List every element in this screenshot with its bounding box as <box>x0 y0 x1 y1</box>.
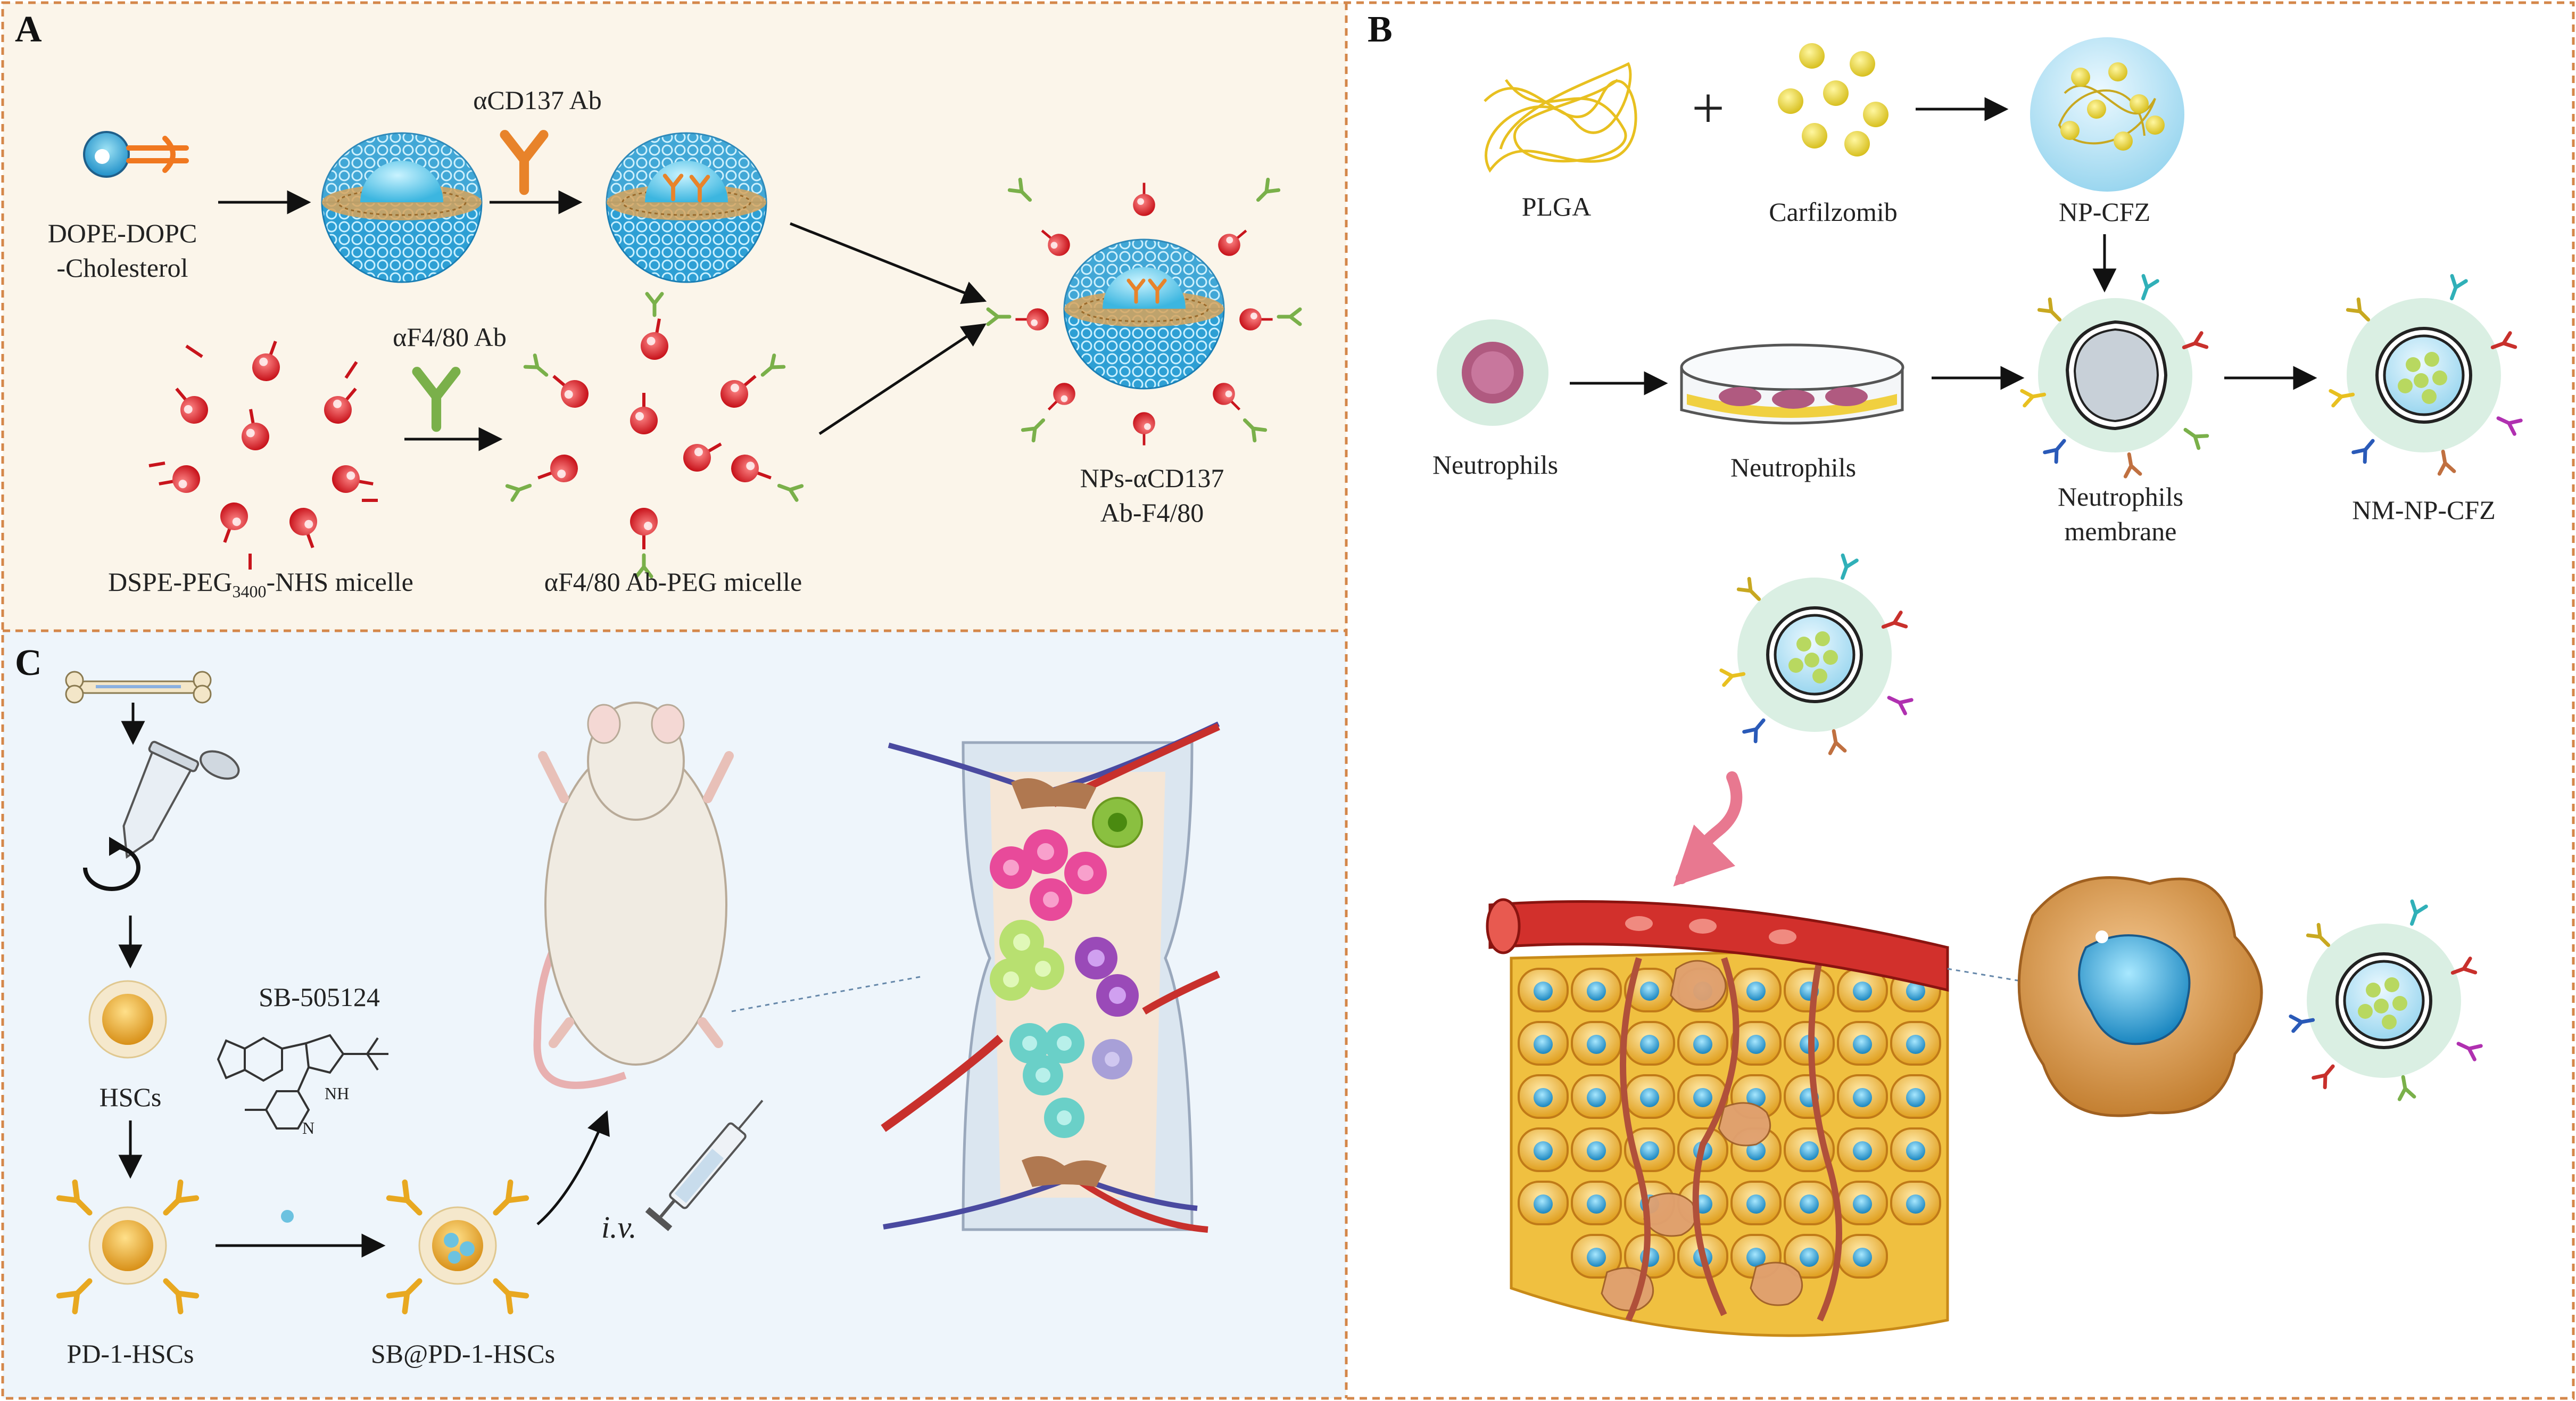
pink-arrow <box>1673 771 1743 887</box>
zoom-line <box>731 976 921 1012</box>
route-label: i.v. <box>601 1210 637 1245</box>
bone-marrow-icon <box>881 721 1220 1233</box>
arrow-c5 <box>536 1110 610 1225</box>
sb-hsc-label: SB@PD-1-HSCs <box>371 1339 555 1369</box>
panel-c-letter: C <box>15 642 42 683</box>
np-cfz-icon <box>2030 37 2184 192</box>
petri-dish-icon <box>1680 343 1904 425</box>
neutrophil-icon <box>1437 319 1548 426</box>
membrane-label-line2: membrane <box>2064 516 2176 546</box>
panel-b-letter: B <box>1368 9 1393 50</box>
panel-a-letter: A <box>15 9 42 50</box>
lipid-label-line1: DOPE-DOPC <box>48 218 197 248</box>
membrane-label-line1: Neutrophils <box>2058 482 2183 512</box>
carfilzomib-icon <box>1778 43 1888 156</box>
arrow-a3 <box>790 222 987 304</box>
rotation-icon <box>83 837 140 891</box>
f480-ab-label: αF4/80 Ab <box>393 322 507 352</box>
pd1-hsc-label: PD-1-HSCs <box>67 1339 194 1369</box>
neutrophils-label: Neutrophils <box>1432 450 1558 480</box>
tumor-cell-icon <box>2017 876 2263 1117</box>
arrow-a5 <box>818 323 987 435</box>
nm-np-cfz-travelling-icon <box>1721 555 1911 753</box>
dish-label: Neutrophils <box>1730 452 1856 482</box>
product-label-line1: NPs-αCD137 <box>1080 463 1224 493</box>
drug-label: Carfilzomib <box>1769 197 1898 227</box>
centrifuge-tube-icon <box>122 740 240 859</box>
hsc-label: HSCs <box>100 1082 162 1112</box>
atom-n: N <box>302 1118 314 1138</box>
product-label-line2: Ab-F4/80 <box>1100 498 1204 528</box>
plga-icon <box>1484 62 1637 173</box>
tumor-tissue-icon <box>1510 946 1949 1337</box>
compound-structure-icon <box>217 1034 388 1130</box>
nm-np-cfz-target-icon <box>2291 901 2481 1099</box>
plga-label: PLGA <box>1522 192 1592 221</box>
plus-sign: + <box>1692 76 1725 141</box>
compound-label: SB-505124 <box>259 982 380 1012</box>
blood-vessel-b-icon <box>1486 898 1949 992</box>
panel-c: C HSCs <box>3 631 1346 1398</box>
mouse-icon <box>533 702 734 1089</box>
bone-icon <box>65 671 212 704</box>
atom-nh: NH <box>325 1084 349 1103</box>
np-label: NP-CFZ <box>2059 197 2150 227</box>
liposome-ab-icon <box>606 132 767 283</box>
syringe-icon <box>645 1100 764 1231</box>
final-label: NM-NP-CFZ <box>2352 495 2495 525</box>
pd1-hsc-icon <box>59 1182 196 1312</box>
cd137-ab-label: αCD137 Ab <box>473 85 602 115</box>
drug-dot-icon <box>281 1210 294 1223</box>
lipid-label-line2: -Cholesterol <box>56 253 188 283</box>
peg-micelle-label: αF4/80 Ab-PEG micelle <box>544 567 802 597</box>
phospholipid-icon <box>83 131 189 178</box>
micelle-icon <box>148 336 378 570</box>
nm-np-cfz-icon <box>2331 276 2521 474</box>
hsc-icon <box>88 980 167 1059</box>
liposome-icon <box>321 132 483 283</box>
micelle-label: DSPE-PEG3400-NHS micelle <box>108 567 413 601</box>
sb-hsc-icon <box>389 1182 526 1312</box>
panel-a: A DOPE-DOPC -Cholesterol αCD137 Ab <box>3 3 1346 631</box>
neutrophil-membrane-icon <box>2022 276 2207 476</box>
panel-b: B PLGA + Carfilzomib <box>1346 3 2573 1398</box>
